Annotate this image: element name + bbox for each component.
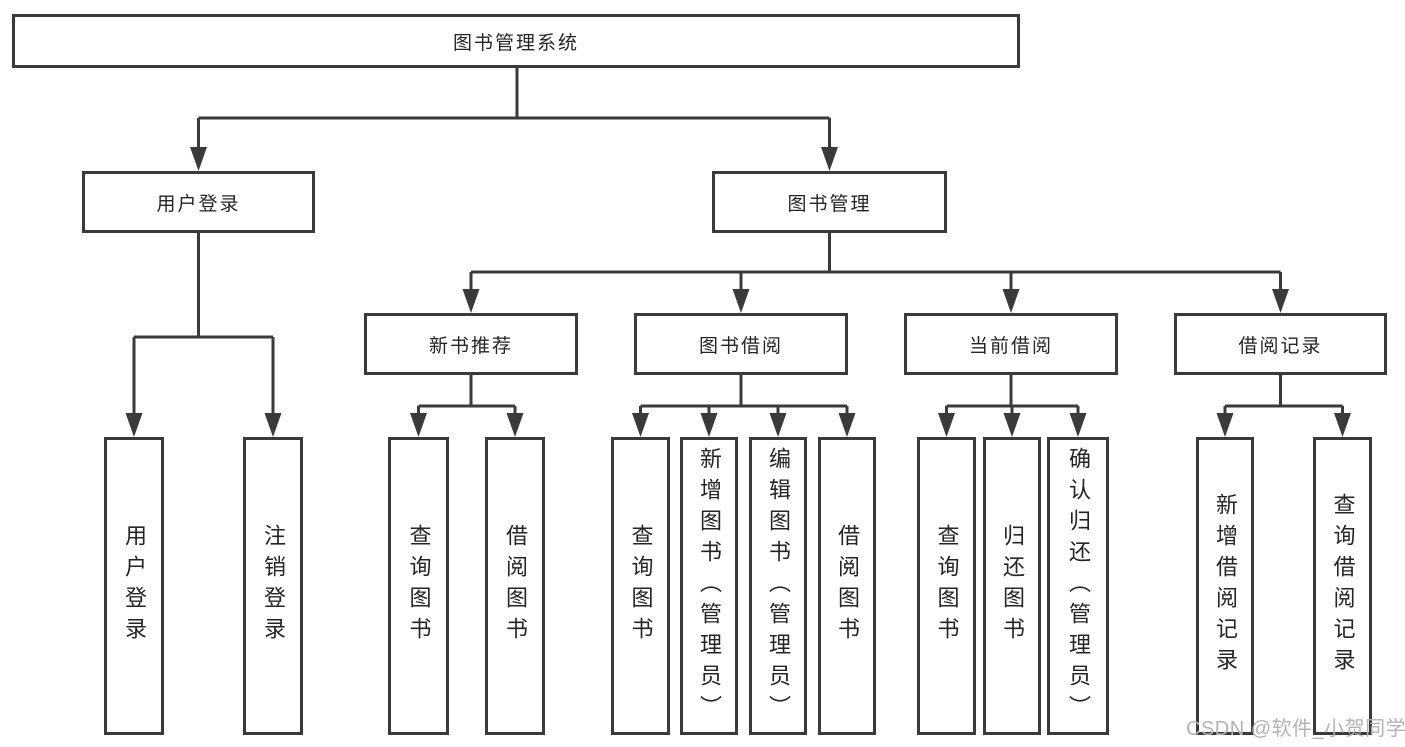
connector-root-to-level2 — [197, 68, 831, 150]
leaf-query-books-recommend: 查询图书 — [388, 437, 449, 735]
connector-userlogin-to-leaves — [132, 233, 275, 416]
leaf-add-book-admin: 新增图书（管理员） — [680, 437, 738, 735]
leaf-borrow-books-recommend: 借阅图书 — [485, 437, 545, 735]
node-label: 图书借阅 — [698, 335, 783, 357]
node-label: 确认归还（管理员） — [1066, 446, 1091, 726]
node-label: 归还图书 — [1000, 524, 1025, 648]
arrow-icon — [1272, 289, 1289, 313]
arrow-icon — [838, 413, 856, 437]
leaf-edit-book-admin: 编辑图书（管理员） — [749, 437, 807, 735]
leaf-borrow-books: 借阅图书 — [818, 437, 876, 735]
arrow-icon — [506, 413, 524, 437]
arrow-icon — [769, 413, 787, 437]
leaf-confirm-return-admin: 确认归还（管理员） — [1047, 437, 1109, 735]
node-label: 图书管理 — [787, 193, 872, 215]
arrow-icon — [264, 413, 282, 437]
node-label: 借阅记录 — [1238, 335, 1323, 357]
connector-recommend-to-leaves — [417, 375, 517, 416]
node-book-management: 图书管理 — [712, 171, 947, 233]
arrow-icon — [732, 289, 750, 313]
node-label: 新增借阅记录 — [1213, 493, 1238, 679]
leaf-add-borrow-record: 新增借阅记录 — [1196, 437, 1254, 735]
arrow-icon — [632, 413, 649, 437]
arrow-icon — [1216, 413, 1234, 437]
node-label: 用户登录 — [122, 524, 147, 648]
connector-current-to-leaves — [945, 375, 1080, 416]
node-label: 新增图书（管理员） — [697, 446, 722, 726]
arrow-icon — [821, 147, 838, 171]
node-label: 借阅图书 — [835, 524, 860, 648]
node-label: 编辑图书（管理员） — [766, 446, 791, 726]
node-user-login-group: 用户登录 — [82, 171, 315, 233]
node-label: 借阅图书 — [503, 524, 528, 648]
arrow-icon — [125, 413, 143, 437]
arrow-icon — [700, 413, 718, 437]
connector-bookmgmt-to-level3 — [469, 233, 1282, 292]
node-book-management-system: 图书管理系统 — [12, 14, 1020, 68]
node-label: 查询借阅记录 — [1330, 493, 1356, 679]
connector-borrow-to-leaves — [639, 375, 849, 416]
leaf-logout: 注销登录 — [243, 437, 303, 735]
node-label: 图书管理系统 — [452, 32, 579, 54]
leaf-query-borrow-record: 查询借阅记录 — [1313, 437, 1372, 735]
node-current-borrow: 当前借阅 — [904, 313, 1118, 375]
arrow-icon — [1069, 413, 1087, 437]
arrow-icon — [190, 147, 207, 171]
node-label: 新书推荐 — [428, 335, 513, 357]
arrow-icon — [410, 413, 427, 437]
leaf-query-books-current: 查询图书 — [917, 437, 976, 735]
node-label: 当前借阅 — [968, 335, 1053, 357]
node-label: 查询图书 — [934, 524, 960, 648]
leaf-return-book: 归还图书 — [983, 437, 1041, 735]
arrow-icon — [1002, 289, 1020, 313]
leaf-query-books-borrow: 查询图书 — [611, 437, 670, 735]
node-borrow-records: 借阅记录 — [1174, 313, 1387, 375]
node-label: 查询图书 — [628, 524, 654, 648]
node-label: 查询图书 — [406, 524, 432, 648]
arrow-icon — [938, 413, 955, 437]
node-new-book-recommend: 新书推荐 — [364, 313, 578, 375]
node-label: 注销登录 — [261, 524, 286, 648]
leaf-user-login: 用户登录 — [104, 437, 164, 735]
connector-records-to-leaves — [1223, 375, 1344, 416]
node-book-borrow: 图书借阅 — [634, 313, 848, 375]
watermark: CSDN @软件_小贺同学 — [1186, 718, 1405, 740]
arrow-icon — [462, 289, 480, 313]
arrow-icon — [1334, 413, 1351, 437]
node-label: 用户登录 — [156, 193, 241, 215]
arrow-icon — [1003, 413, 1021, 437]
